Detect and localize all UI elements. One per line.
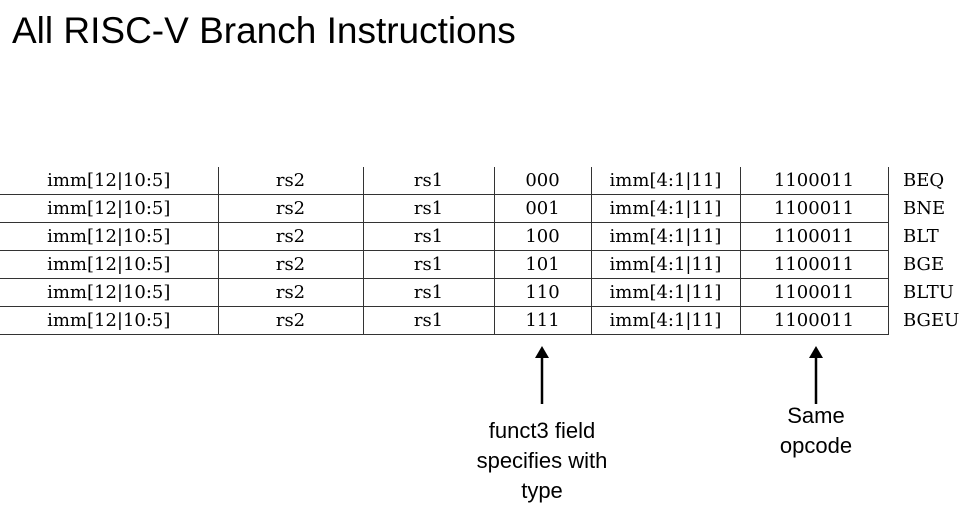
opcode-cell: 1100011: [739, 222, 889, 251]
slide-title: All RISC-V Branch Instructions: [12, 10, 516, 51]
rs1-cell: rs1: [362, 222, 495, 251]
opcode-annotation-line: Same: [787, 403, 845, 428]
imm-low-cell: imm[4:1|11]: [590, 167, 741, 195]
funct3-cell: 000: [493, 167, 592, 195]
imm-high-cell: imm[12|10:5]: [0, 167, 219, 195]
opcode-annotation-line: opcode: [779, 433, 853, 458]
opcode-cell: 1100011: [739, 167, 889, 195]
instruction-mnemonic: BNE: [903, 198, 946, 219]
instruction-mnemonic: BEQ: [903, 170, 945, 191]
rs2-cell: rs2: [217, 167, 364, 195]
rs1-cell: rs1: [362, 194, 495, 223]
imm-low-cell: imm[4:1|11]: [590, 194, 741, 223]
opcode-annotation: Same opcode: [756, 401, 876, 461]
instruction-mnemonic: BGEU: [903, 310, 960, 331]
rs1-cell: rs1: [362, 278, 495, 307]
imm-low-cell: imm[4:1|11]: [590, 222, 741, 251]
funct3-cell: 101: [493, 250, 592, 279]
imm-low-cell: imm[4:1|11]: [590, 278, 741, 307]
funct3-annotation-line: specifies with: [476, 448, 608, 473]
funct3-arrow: [535, 346, 549, 404]
opcode-arrow: [809, 346, 823, 404]
instruction-mnemonic: BLT: [903, 226, 939, 247]
imm-high-cell: imm[12|10:5]: [0, 194, 219, 223]
imm-high-cell: imm[12|10:5]: [0, 306, 219, 335]
funct3-annotation-line: funct3 field: [488, 418, 596, 443]
instruction-mnemonic: BGE: [903, 254, 945, 275]
opcode-cell: 1100011: [739, 278, 889, 307]
rs2-cell: rs2: [217, 306, 364, 335]
rs1-cell: rs1: [362, 167, 495, 195]
instruction-mnemonic: BLTU: [903, 282, 954, 303]
rs1-cell: rs1: [362, 306, 495, 335]
imm-low-cell: imm[4:1|11]: [590, 306, 741, 335]
funct3-cell: 001: [493, 194, 592, 223]
rs2-cell: rs2: [217, 250, 364, 279]
imm-high-cell: imm[12|10:5]: [0, 278, 219, 307]
rs2-cell: rs2: [217, 278, 364, 307]
opcode-cell: 1100011: [739, 306, 889, 335]
funct3-annotation: funct3 field specifies with type: [452, 416, 632, 506]
funct3-cell: 111: [493, 306, 592, 335]
imm-high-cell: imm[12|10:5]: [0, 222, 219, 251]
imm-low-cell: imm[4:1|11]: [590, 250, 741, 279]
rs1-cell: rs1: [362, 250, 495, 279]
funct3-annotation-line: type: [521, 478, 563, 503]
funct3-cell: 110: [493, 278, 592, 307]
rs2-cell: rs2: [217, 222, 364, 251]
opcode-cell: 1100011: [739, 250, 889, 279]
funct3-cell: 100: [493, 222, 592, 251]
rs2-cell: rs2: [217, 194, 364, 223]
imm-high-cell: imm[12|10:5]: [0, 250, 219, 279]
opcode-cell: 1100011: [739, 194, 889, 223]
